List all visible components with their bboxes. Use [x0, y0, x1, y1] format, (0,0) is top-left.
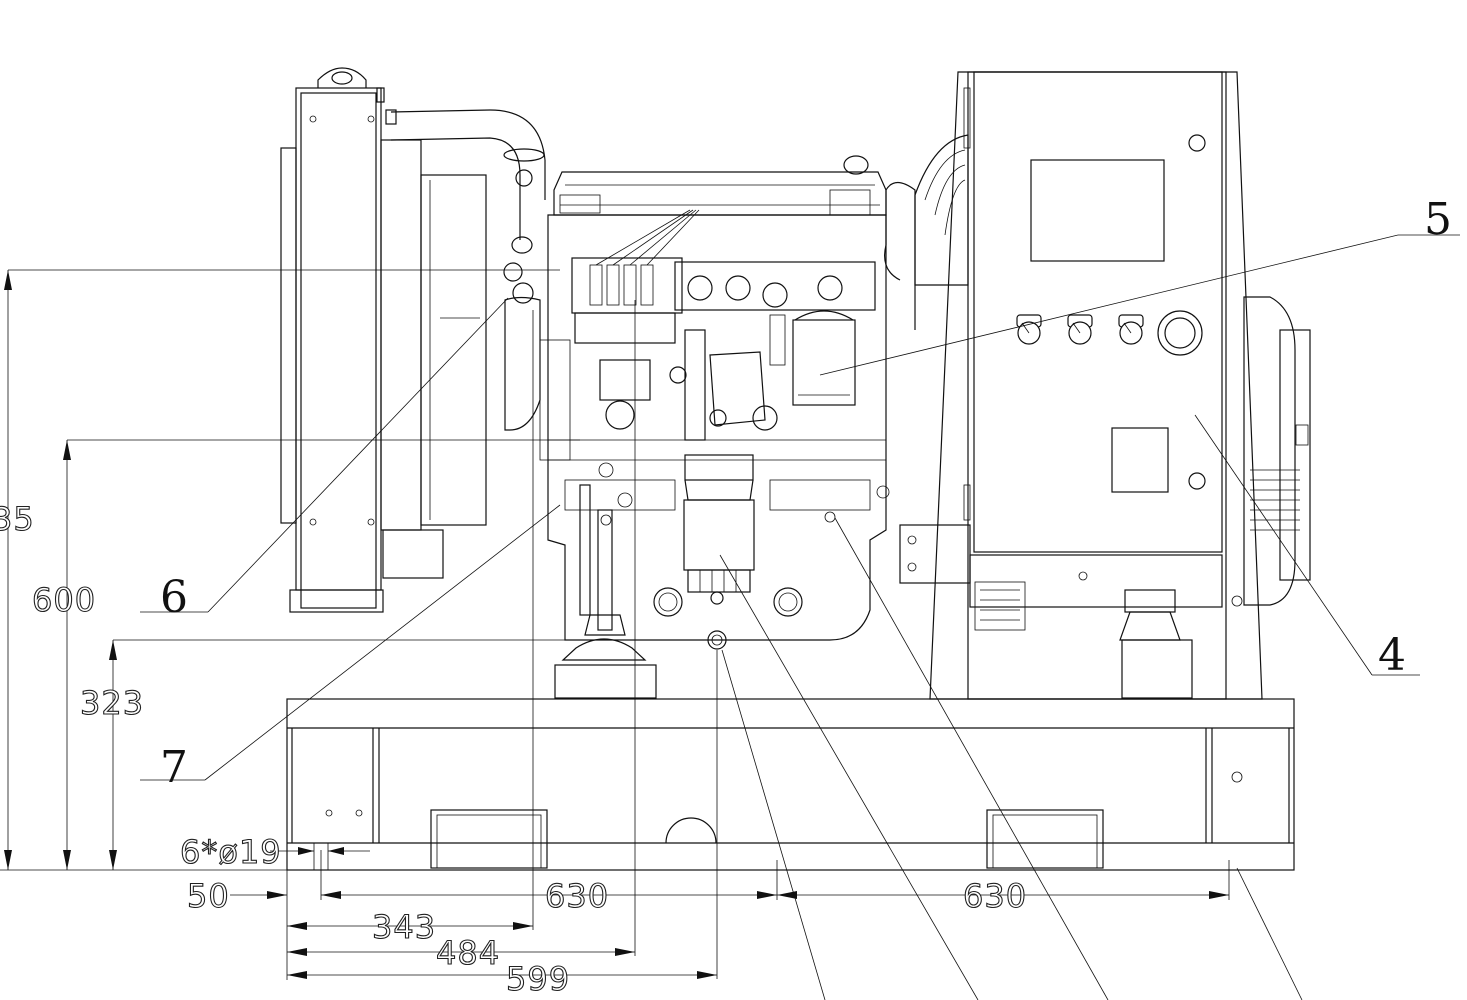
- dim-height-323: 323: [80, 684, 144, 722]
- dim-width-484: 484: [436, 934, 500, 972]
- dimension-labels: 35 600 323 6*ø19 50 630 630 343 484 599: [0, 499, 1027, 998]
- dim-offset-50: 50: [187, 877, 230, 915]
- control-cabinet: [929, 71, 1263, 700]
- dim-height-600: 600: [32, 581, 96, 619]
- callout-7: 7: [160, 742, 188, 793]
- dim-hole-spec: 6*ø19: [180, 833, 282, 871]
- callout-5: 5: [1424, 194, 1452, 245]
- dim-width-343: 343: [372, 908, 436, 946]
- dim-spacing-2: 630: [963, 877, 1027, 915]
- gauge-1: [1016, 314, 1042, 345]
- callout-labels: 5 4 6 7: [160, 194, 1452, 793]
- radiator: [280, 67, 487, 613]
- emergency-stop-button: [1157, 310, 1203, 356]
- cooling-pipes: [390, 109, 546, 431]
- dimension-lines: [0, 269, 1230, 980]
- base-frame: [286, 698, 1295, 871]
- dim-height-partial: 35: [0, 500, 35, 538]
- callout-leaders: [140, 234, 1460, 1000]
- dim-spacing-1: 630: [545, 877, 609, 915]
- gauge-3: [1118, 314, 1144, 345]
- callout-6: 6: [160, 572, 188, 623]
- alternator: [899, 134, 1311, 699]
- callout-4: 4: [1378, 630, 1406, 681]
- dim-width-599: 599: [506, 960, 570, 998]
- engine: [503, 148, 916, 699]
- gauge-2: [1067, 314, 1093, 345]
